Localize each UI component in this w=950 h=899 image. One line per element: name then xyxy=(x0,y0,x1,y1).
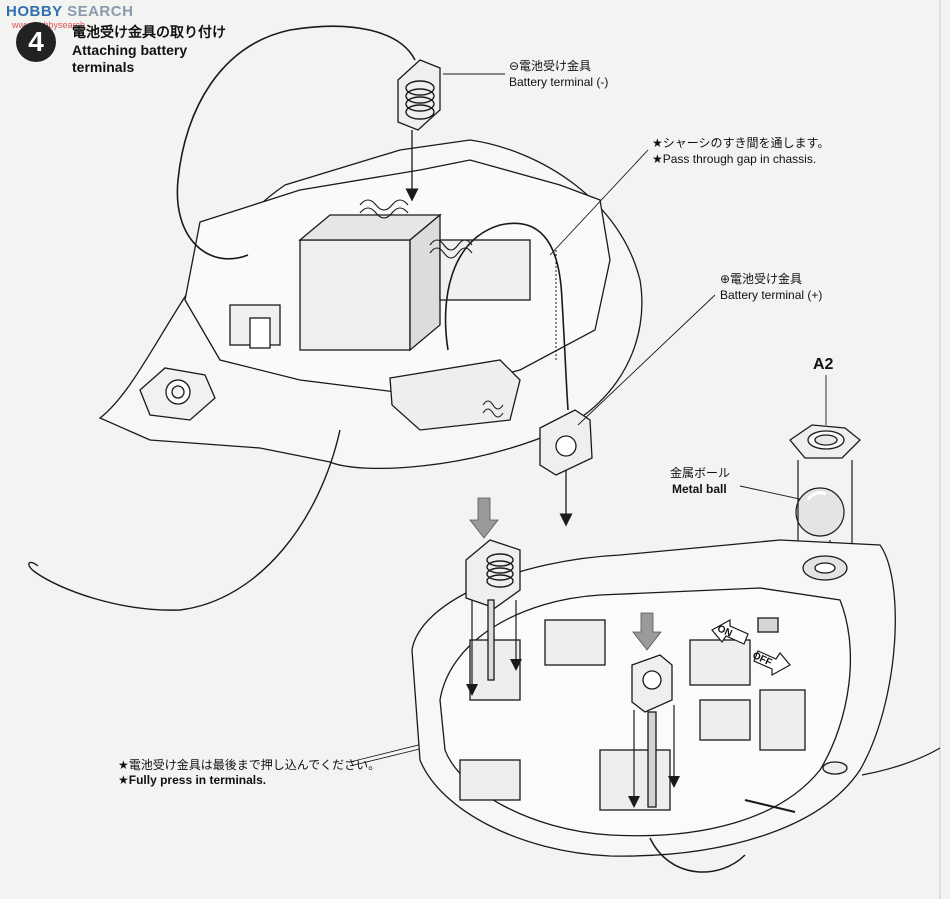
upper-chassis xyxy=(98,139,643,470)
step-title-jp: 電池受け金具の取り付け xyxy=(72,24,226,40)
gap-note-jp: ★シャーシのすき間を通します。 xyxy=(652,136,830,150)
pos-terminal-label-jp: ⊕電池受け金具 xyxy=(720,272,803,286)
pos-terminal-label-en: Battery terminal (+) xyxy=(720,288,823,302)
positive-lead-wire xyxy=(444,222,569,411)
watermark-sub: www.hobbysearch xyxy=(12,20,86,30)
watermark-text-b: SEARCH xyxy=(67,3,134,20)
positive-terminal-installed xyxy=(631,654,673,808)
loose-wire xyxy=(28,429,341,611)
press-note-jp: ★電池受け金具は最後まで押し込んでください。 xyxy=(118,758,381,772)
metal-ball-label-en: Metal ball xyxy=(672,482,727,496)
watermark-text-a: HOBBY xyxy=(6,3,63,20)
metal-ball-label-jp: 金属ボール xyxy=(670,466,731,480)
part-a2-label: A2 xyxy=(813,356,834,373)
negative-terminal-part xyxy=(397,59,441,131)
negative-terminal-installed xyxy=(465,539,521,681)
neg-terminal-label-en: Battery terminal (-) xyxy=(509,75,609,89)
a2-mount-part xyxy=(789,375,861,459)
watermark: HOBBY SEARCH xyxy=(6,3,133,20)
metal-ball xyxy=(795,487,845,537)
step-title-en: Attaching battery terminals xyxy=(72,42,188,75)
neg-terminal-label-jp: ⊖電池受け金具 xyxy=(509,59,592,73)
positive-terminal-part xyxy=(539,409,593,476)
negative-lead-wire xyxy=(176,25,416,260)
step-number-badge: 4 xyxy=(16,22,56,62)
press-note-en: ★Fully press in terminals. xyxy=(118,773,267,787)
gap-note-en: ★Pass through gap in chassis. xyxy=(652,152,817,166)
